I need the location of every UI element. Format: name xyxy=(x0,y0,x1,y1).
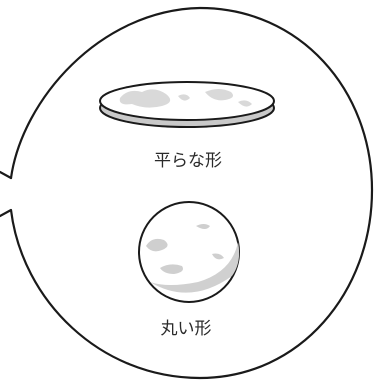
sphere-texture xyxy=(146,224,224,274)
flat-disc-texture xyxy=(119,89,252,108)
sphere-shadow xyxy=(150,242,240,293)
round-shape-illustration xyxy=(138,201,240,303)
speech-bubble-tail xyxy=(0,170,13,180)
speech-bubble-outline xyxy=(0,6,374,380)
flat-shape-label: 平らな形 xyxy=(154,151,222,171)
round-shape-label: 丸い形 xyxy=(160,319,212,339)
flat-shape-illustration xyxy=(99,81,275,128)
speech-bubble xyxy=(0,6,374,380)
